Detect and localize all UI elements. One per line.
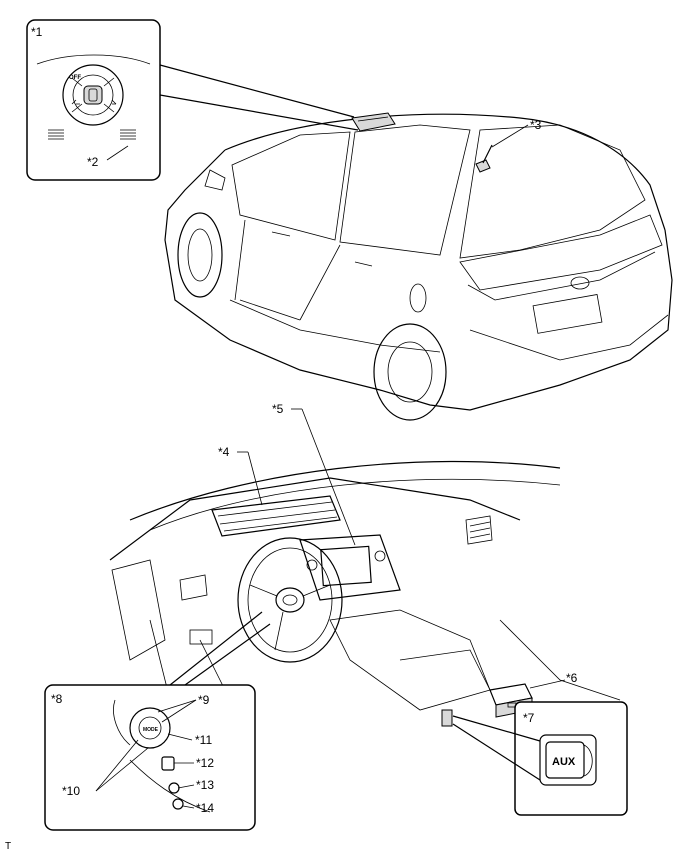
roof-antenna (475, 144, 493, 173)
callout-2: *2 (87, 155, 99, 169)
inset-8-steering-switch: MODE (44, 684, 256, 831)
footer-mark: T (5, 841, 11, 852)
callout-13: *13 (196, 778, 214, 792)
callout-7: *7 (523, 711, 535, 725)
callout-9: *9 (198, 693, 210, 707)
overhead-console-location (351, 112, 396, 132)
callout-5: *5 (272, 402, 284, 416)
callout-10: *10 (62, 784, 80, 798)
leader-4b (247, 451, 263, 506)
callout-12: *12 (196, 756, 214, 770)
callout-6: *6 (566, 671, 578, 685)
aux-jack-location (441, 709, 453, 727)
dashboard-interior (109, 460, 621, 721)
mode-label: MODE (143, 727, 159, 733)
callout-1: *1 (31, 25, 43, 39)
aux-label: AUX (552, 756, 576, 768)
inset-1-overhead-module: OFF (26, 19, 161, 181)
off-label: OFF (69, 75, 81, 81)
callout-3: *3 (530, 118, 542, 132)
callout-11: *11 (195, 733, 212, 747)
leader-6 (529, 679, 566, 689)
callout-4: *4 (218, 445, 230, 459)
leader-3 (491, 124, 529, 148)
callout-14: *14 (196, 801, 214, 815)
leader-5b (301, 408, 356, 546)
vehicle-exterior (164, 113, 673, 421)
inset-7-aux-jack: AUX (514, 701, 628, 816)
callout-8: *8 (51, 692, 63, 706)
